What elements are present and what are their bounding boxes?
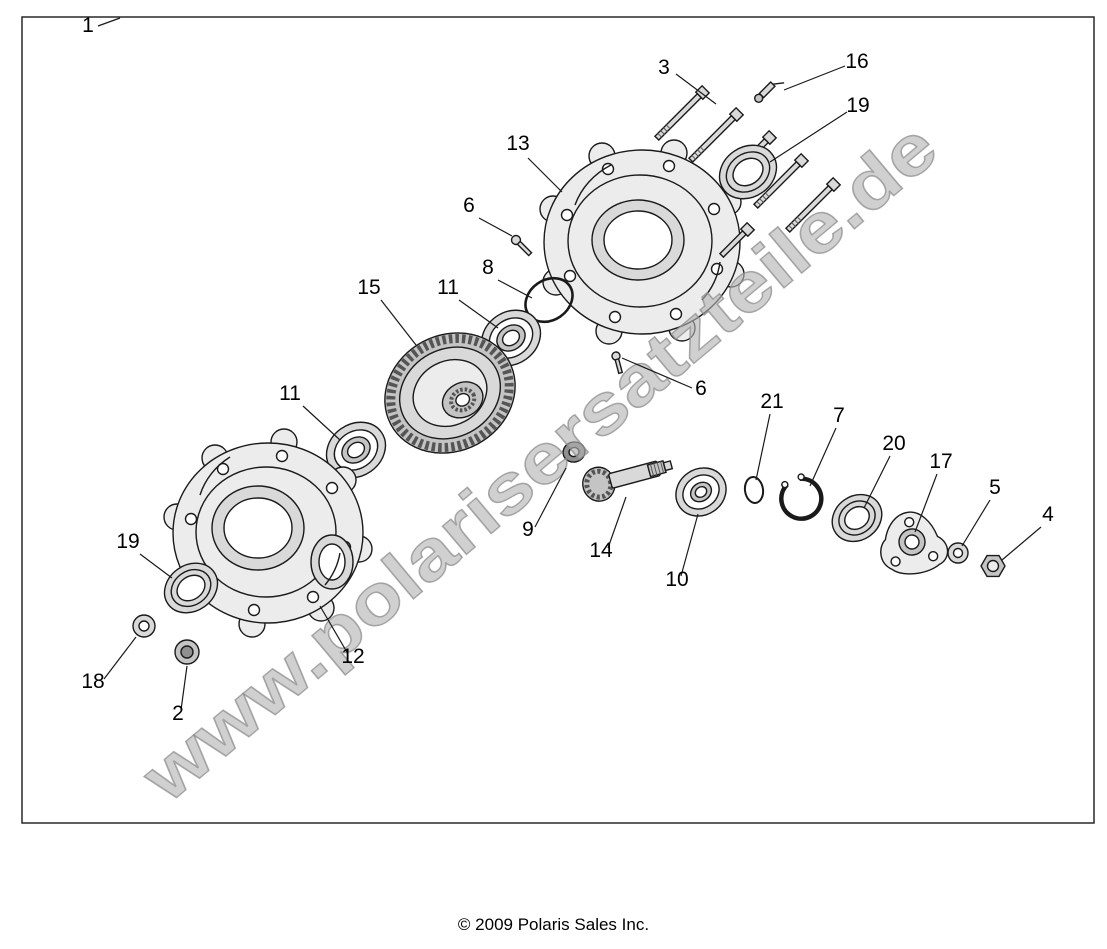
ring-gear-part-15 — [384, 332, 516, 454]
snap-ring-part-7 — [779, 473, 824, 521]
callout-label-13: 13 — [506, 132, 529, 155]
callout-label-3: 3 — [658, 56, 670, 79]
callout-label-2: 2 — [172, 702, 184, 725]
bearing-part-11-left — [325, 421, 387, 479]
callout-label-11-upper: 11 — [437, 276, 459, 299]
callout-label-19-left: 19 — [116, 530, 139, 553]
callout-label-14: 14 — [589, 539, 613, 562]
callout-label-20: 20 — [882, 432, 905, 455]
callout-label-18: 18 — [81, 670, 104, 693]
callout-label-6-upper: 6 — [463, 194, 475, 217]
gearcase-housing-part-12 — [163, 428, 373, 638]
leader-line-1 — [97, 17, 121, 27]
callout-label-21: 21 — [760, 390, 783, 413]
callout-label-17: 17 — [929, 450, 952, 473]
callout-label-15: 15 — [357, 276, 380, 299]
callout-label-1: 1 — [82, 14, 94, 37]
pinion-shaft-part-14 — [582, 459, 674, 502]
shim-part-21 — [743, 476, 765, 504]
copyright-text: © 2009 Polaris Sales Inc. — [457, 915, 650, 934]
callout-label-10: 10 — [665, 568, 688, 591]
screw-part-6-lower — [611, 351, 624, 375]
callout-label-6-lower: 6 — [695, 377, 707, 400]
nut-part-4 — [980, 554, 1006, 578]
callout-label-7: 7 — [833, 404, 845, 427]
callout-label-12: 12 — [341, 645, 364, 668]
callout-label-9: 9 — [522, 518, 534, 541]
screw-part-6-upper — [510, 234, 533, 257]
seal-part-19-left — [163, 562, 219, 614]
callout-labels: 1 3 16 19 13 6 8 15 11 11 6 21 7 20 17 5… — [81, 14, 1054, 725]
seal-part-19-top — [718, 144, 778, 200]
callout-label-5: 5 — [989, 476, 1001, 499]
plug-part-2 — [174, 639, 200, 665]
callout-label-8: 8 — [482, 256, 494, 279]
border-frame — [21, 16, 1095, 824]
breather-fitting-part-16 — [753, 81, 785, 104]
bearing-part-10 — [675, 467, 727, 517]
callout-label-11-left: 11 — [279, 382, 301, 405]
callout-label-4: 4 — [1042, 503, 1054, 526]
callout-label-16: 16 — [845, 50, 868, 73]
leader-lines — [103, 65, 1042, 711]
seal-part-20 — [831, 493, 883, 543]
washer-part-5 — [947, 542, 969, 564]
spacer-part-9 — [562, 441, 586, 463]
rear-cover-part-13 — [539, 139, 745, 345]
washer-part-18 — [132, 614, 156, 638]
callout-label-19-top: 19 — [846, 94, 869, 117]
output-flange-part-17 — [880, 511, 949, 575]
